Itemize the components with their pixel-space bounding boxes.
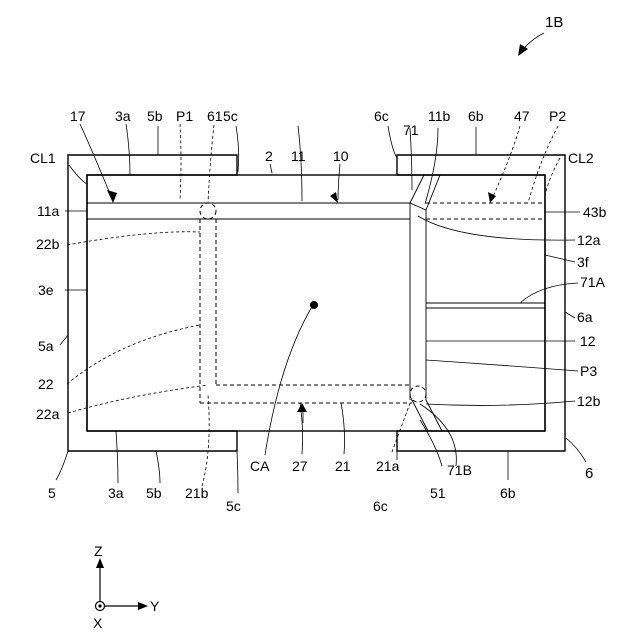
label-6a: 6a [577,309,593,325]
label-5c-top: 5c [223,108,238,124]
label-11a: 11a [37,203,60,219]
label-6b-bottom: 6b [500,485,516,501]
label-5: 5 [48,485,56,501]
label-6c-bottom: 6c [373,498,388,514]
axis-x-label: X [93,615,103,631]
label-71: 71 [403,122,419,138]
figure-ref-label: 1B [545,14,563,31]
conductor-12-corner [410,203,426,210]
label-5b-bottom: 5b [146,485,162,501]
point-P1-circle [200,203,216,219]
label-21: 21 [335,458,351,474]
label-5a: 5a [38,338,54,354]
label-3a-bottom: 3a [108,485,124,501]
label-11b: 11b [428,108,451,124]
label-10: 10 [333,148,349,164]
label-6b-top: 6b [468,108,484,124]
label-27: 27 [292,458,308,474]
label-P1: P1 [176,108,193,124]
label-5c-bottom: 5c [226,498,241,514]
label-11: 11 [291,148,306,164]
label-5b-top: 5b [147,108,163,124]
label-3a-top: 3a [115,108,131,124]
label-2: 2 [265,148,273,164]
label-P3: P3 [580,363,597,379]
label-3e: 3e [38,282,54,298]
leader-10 [338,164,340,200]
label-47: 47 [514,108,530,124]
label-12a: 12a [577,232,601,248]
label-21a: 21a [376,458,400,474]
label-22b: 22b [36,236,60,252]
leader-lines [56,124,586,493]
label-12b: 12b [577,393,601,409]
label-22: 22 [38,376,54,392]
label-P2: P2 [549,108,566,124]
label-12: 12 [580,333,596,349]
terminal-electrode-5 [68,155,237,451]
label-CL1: CL1 [30,150,56,166]
lead-71B-a [412,400,428,431]
label-43b: 43b [583,204,607,220]
arrowheads [107,190,496,412]
label-CA: CA [250,458,270,474]
label-3f: 3f [577,254,589,270]
label-71A: 71A [580,274,606,290]
label-6: 6 [585,465,593,482]
label-61: 61 [207,108,223,124]
label-71B: 71B [447,462,472,478]
label-17: 17 [70,108,86,124]
axis-indicator [96,558,149,611]
label-51: 51 [430,485,446,501]
label-6c-top: 6c [374,108,389,124]
label-22a: 22a [36,406,60,422]
axis-z-label: Z [94,543,103,559]
label-21b: 21b [185,485,209,501]
label-CL2: CL2 [568,150,594,166]
point-P3-circle [410,386,426,402]
axis-y-label: Y [150,598,160,614]
